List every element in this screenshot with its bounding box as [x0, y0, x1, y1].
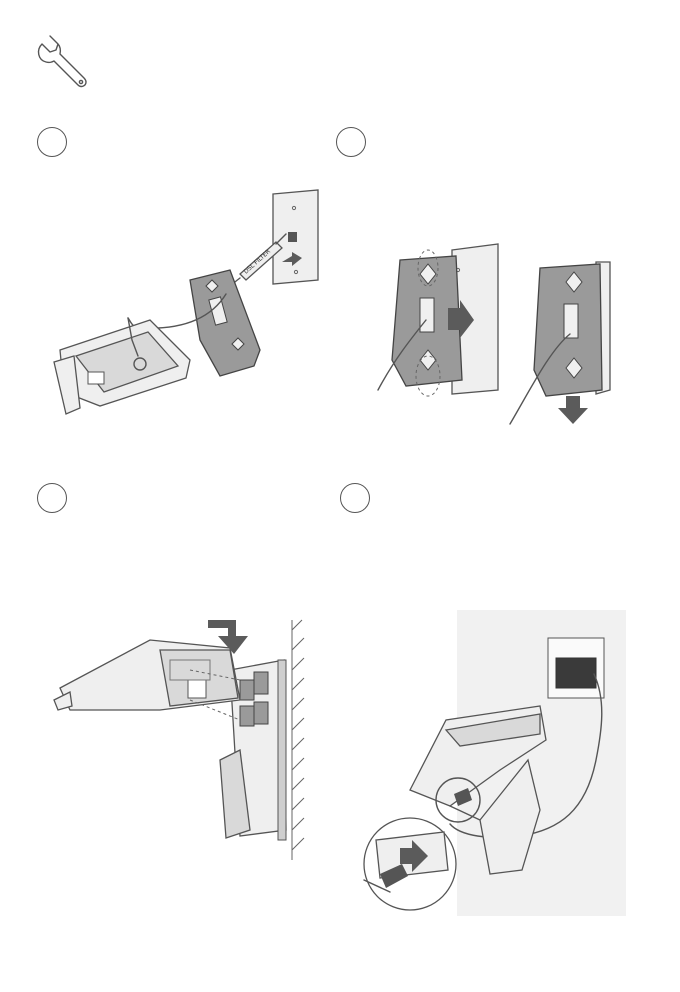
svg-text:DSL FILTER: DSL FILTER [243, 248, 272, 275]
step-4-badge [340, 483, 370, 513]
bracket-on-wall-right [510, 262, 610, 424]
step-1-badge [37, 127, 67, 157]
step-2-illustration [370, 240, 630, 440]
step-4-illustration [350, 610, 630, 910]
wall-jack-plate [273, 190, 318, 284]
adapter-plug-closeup [364, 818, 456, 910]
telephone-base [54, 318, 190, 414]
wall-hatching [292, 620, 304, 860]
wrench-icon [32, 36, 92, 96]
telephone-base-side [54, 640, 240, 720]
step-3-illustration [40, 610, 320, 870]
step-1-illustration: DSL FILTER [40, 180, 340, 420]
step-2-badge [336, 127, 366, 157]
wall-mount-bracket [190, 270, 260, 376]
step-3-badge [37, 483, 67, 513]
bracket-on-wall-left [378, 244, 498, 396]
